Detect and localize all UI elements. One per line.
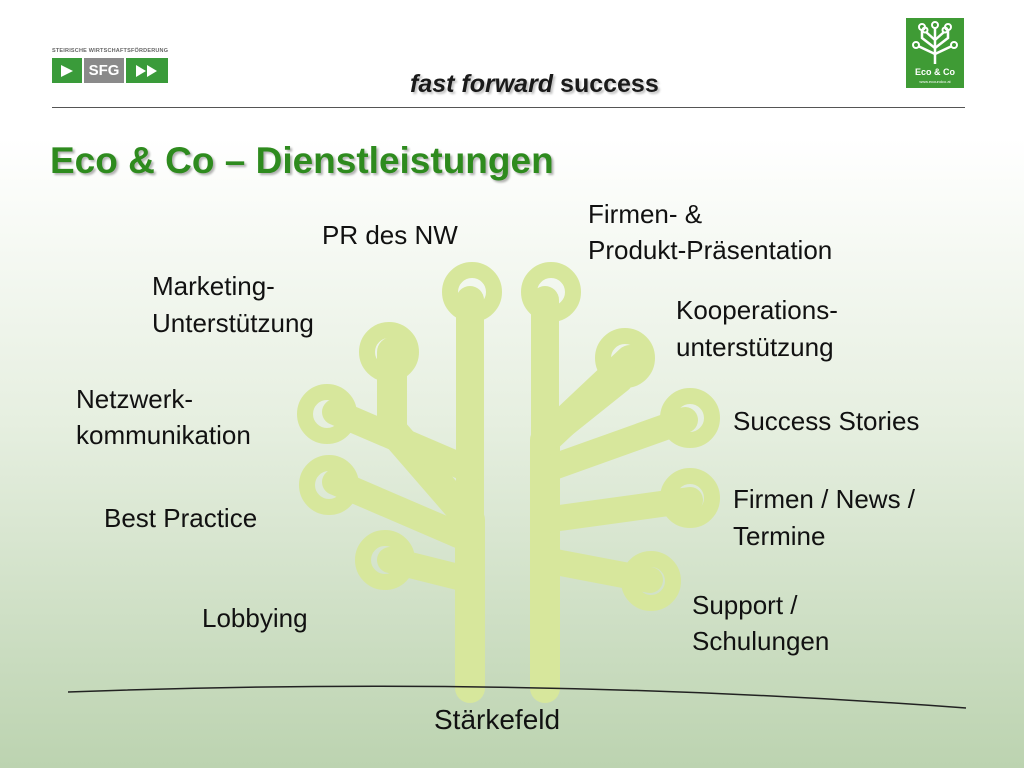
label-marketing-line2: Unterstützung: [152, 308, 314, 338]
label-lobbying: Lobbying: [202, 603, 308, 633]
label-success: Success Stories: [733, 406, 920, 436]
fast-forward-icon: [126, 58, 168, 83]
label-netzwerk-line1: Netzwerk-: [76, 384, 194, 414]
play-icon: [52, 58, 82, 83]
tagline-rest: success: [553, 70, 659, 98]
label-pr: PR des NW: [322, 220, 458, 250]
label-support-line2: Schulungen: [692, 626, 830, 656]
page-title: Eco & Co – Dienstleistungen: [50, 140, 554, 181]
eco-logo-name: Eco & Co: [914, 67, 955, 77]
header-divider: [52, 107, 965, 108]
footer-label: Stärkefeld: [434, 704, 561, 735]
sfg-caption: STEIRISCHE WIRTSCHAFTSFÖRDERUNG: [52, 48, 169, 54]
label-firmen-line1: Firmen- &: [588, 199, 703, 229]
sfg-logo: STEIRISCHE WIRTSCHAFTSFÖRDERUNG SFG: [52, 48, 170, 88]
tree-logo-icon: [912, 21, 958, 64]
label-news-line2: Termine: [733, 521, 826, 551]
ground-line: [67, 685, 967, 709]
eco-co-logo: Eco & Co www.ecoundco.at: [906, 18, 964, 88]
tagline-italic: fast forward: [410, 70, 554, 98]
label-best-practice: Best Practice: [104, 503, 258, 533]
label-support-line1: Support /: [692, 590, 798, 620]
sfg-text: SFG: [84, 58, 124, 83]
label-netzwerk-line2: kommunikation: [76, 420, 251, 450]
label-news-line1: Firmen / News /: [733, 484, 916, 514]
label-kooperation-line2: unterstützung: [676, 332, 834, 362]
eco-logo-url: www.ecoundco.at: [919, 79, 951, 84]
tagline: fast forward success: [410, 70, 659, 99]
label-kooperation-line1: Kooperations-: [676, 295, 838, 325]
label-marketing-line1: Marketing-: [152, 271, 275, 301]
label-firmen-line2: Produkt-Präsentation: [588, 235, 833, 265]
